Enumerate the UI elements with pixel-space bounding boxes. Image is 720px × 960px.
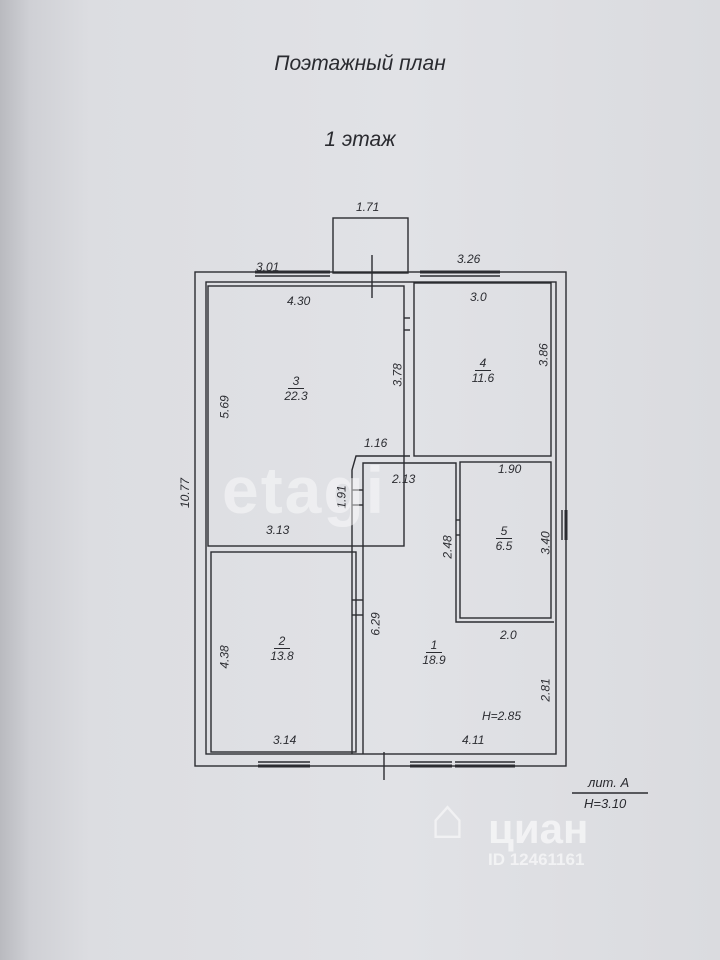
- room-5-label: 5 6.5: [474, 524, 534, 553]
- dim-porch-width: 1.71: [356, 200, 380, 214]
- dim-overall-height: 10.77: [178, 477, 193, 509]
- dim-room2-height: 4.38: [217, 645, 232, 669]
- dim-room4-width: 3.0: [470, 290, 487, 304]
- dim-room1-bottom: 4.11: [462, 733, 485, 747]
- room-number: 2: [274, 634, 290, 649]
- room-area: 11.6: [471, 371, 495, 385]
- dim-room1-right-height: 2.81: [538, 678, 553, 702]
- room-3-outline: [207, 285, 405, 547]
- porch-outline: [332, 217, 409, 274]
- room-number: 4: [475, 356, 491, 371]
- litera-label: лит. А: [588, 775, 630, 790]
- windows: [255, 270, 568, 768]
- room-4-label: 4 11.6: [453, 356, 513, 385]
- cian-id-watermark: ID 12461161: [488, 850, 585, 869]
- doors: [352, 255, 460, 780]
- dim-room1-right-width: 2.0: [500, 628, 517, 642]
- dim-room4-height: 3.86: [536, 343, 551, 367]
- dim-room2-bottom: 3.14: [273, 733, 297, 747]
- dim-corridor-width: 2.13: [392, 472, 416, 486]
- dim-room3-inner: 3.78: [390, 363, 405, 387]
- etagi-watermark: etagi: [222, 453, 387, 527]
- cian-logo-icon: ⌂: [430, 786, 466, 851]
- room-area: 6.5: [495, 539, 513, 553]
- room-number: 5: [496, 524, 512, 539]
- room-number: 3: [288, 374, 304, 389]
- dim-room5-width: 1.90: [498, 462, 522, 476]
- dim-hall-height: 6.29: [368, 612, 383, 636]
- hall-wall-left: [351, 455, 410, 754]
- room-3-label: 3 22.3: [266, 374, 326, 403]
- room-4-outline: [413, 282, 552, 457]
- litera-height: H=3.10: [584, 796, 627, 811]
- floor-title: 1 этаж: [324, 128, 396, 151]
- room-area: 13.8: [270, 649, 294, 663]
- dim-room5-left: 2.48: [440, 535, 455, 559]
- dim-top-right: 3.26: [457, 252, 481, 266]
- dim-room3-width: 4.30: [287, 294, 311, 308]
- page-title: Поэтажный план: [274, 52, 446, 75]
- cian-watermark: циан: [488, 805, 589, 852]
- dim-top-left: 3.01: [256, 260, 280, 274]
- room-area: 18.9: [422, 653, 446, 667]
- room-1-label: 1 18.9: [404, 638, 464, 667]
- room-5-outline: [459, 461, 552, 619]
- outer-wall-inner: [205, 281, 557, 755]
- dim-corridor-top: 1.16: [364, 436, 388, 450]
- hall-wall-mid: [362, 462, 554, 754]
- dim-room3-height: 5.69: [217, 395, 232, 419]
- room-2-label: 2 13.8: [252, 634, 312, 663]
- dim-room3-bottom: 3.13: [266, 523, 290, 537]
- room-area: 22.3: [284, 389, 308, 403]
- room-number: 1: [426, 638, 442, 653]
- dim-room5-height: 3.40: [538, 531, 553, 555]
- room-2-outline: [210, 551, 357, 753]
- ceiling-height-label: H=2.85: [482, 709, 522, 723]
